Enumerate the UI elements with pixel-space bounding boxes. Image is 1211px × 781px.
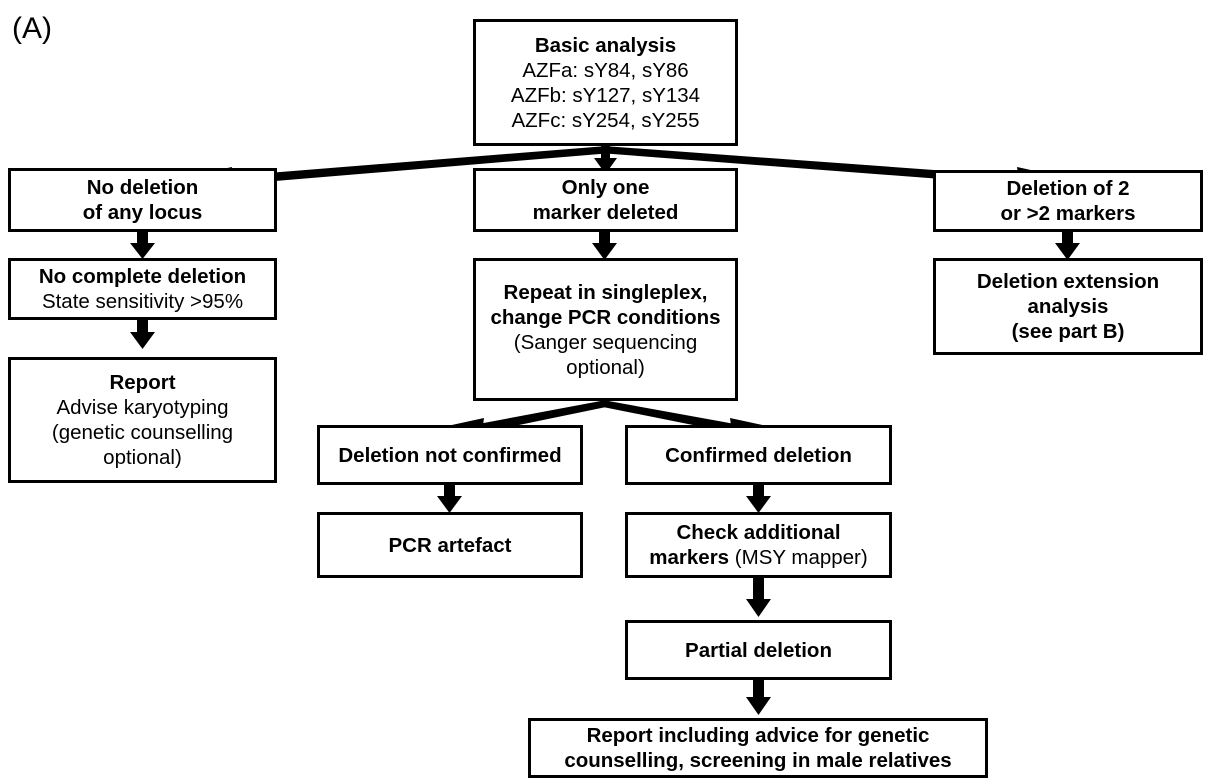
node-no-deletion-text: No deletion of any locus [11,175,274,225]
node-deletion-not-confirmed[interactable]: Deletion not confirmed [317,425,583,485]
node-deletion-two-or-more[interactable]: Deletion of 2 or >2 markers [933,170,1203,232]
edge-check-to-partial-head [746,599,771,617]
node-line: No complete deletion [38,265,247,288]
node-repeat-singleplex[interactable]: Repeat in singleplex, change PCR conditi… [473,258,738,401]
node-no-complete-deletion[interactable]: No complete deletion State sensitivity >… [8,258,277,320]
edge-confirmed-to-check-shaft [753,485,764,499]
node-line: AZFb: sY127, sY134 [510,83,701,107]
node-line: optional) [103,446,182,469]
node-confirmed-deletion[interactable]: Confirmed deletion [625,425,892,485]
node-basic-analysis-text: Basic analysis AZFa: sY84, sY86 AZFb: sY… [476,33,735,133]
edge-confirmed-to-check-head [746,496,771,513]
node-line: Advise karyotyping [56,396,229,419]
node-line: optional) [566,355,645,379]
node-deletion-two-or-more-text: Deletion of 2 or >2 markers [936,176,1200,226]
node-partial-deletion-text: Partial deletion [628,638,889,663]
panel-label-a: (A) [12,12,52,45]
node-line: Report [109,371,176,394]
node-deletion-extension-text: Deletion extension analysis (see part B) [936,269,1200,344]
node-line: Basic analysis [534,33,677,57]
node-check-additional-markers[interactable]: Check additional markers (MSY mapper) [625,512,892,578]
node-report-bottom-text: Report including advice for genetic coun… [531,723,985,773]
node-line: Only one [561,176,650,199]
node-line: Deletion extension [976,270,1160,293]
node-line: Repeat in singleplex, [503,280,708,304]
node-line: AZFc: sY254, sY255 [511,108,700,132]
edge-partial-to-report-head [746,697,771,715]
node-no-complete-deletion-text: No complete deletion State sensitivity >… [11,264,274,314]
edge-no-complete-to-report-head [130,332,155,349]
node-line: of any locus [82,201,203,224]
node-report-left-text: Report Advise karyotyping (genetic couns… [11,370,274,470]
edge-no-deletion-to-no-complete-head [130,243,155,259]
node-line: PCR artefact [388,533,512,557]
node-only-one-marker[interactable]: Only one marker deleted [473,168,738,232]
node-line: Confirmed deletion [665,443,852,467]
node-line-bold-part: markers [649,546,730,569]
edge-partial-to-report-shaft [753,680,764,700]
edge-only-one-to-repeat-shaft [599,232,610,246]
node-deletion-not-confirmed-text: Deletion not confirmed [320,443,580,468]
node-line: (genetic counselling [51,421,234,444]
node-line: Report including advice for genetic [586,724,930,747]
edge-no-deletion-to-no-complete-shaft [137,232,148,246]
node-line: marker deleted [532,201,679,224]
node-pcr-artefact-text: PCR artefact [320,533,580,558]
node-only-one-marker-text: Only one marker deleted [476,175,735,225]
node-check-additional-markers-text: Check additional markers (MSY mapper) [628,520,889,570]
node-line: State sensitivity >95% [41,290,244,313]
edge-no-complete-to-report-shaft [137,320,148,335]
edge-basic-to-only-one-shaft [601,145,610,162]
node-line: Partial deletion [685,638,832,662]
edge-not-confirmed-to-artefact-head [437,496,462,513]
node-basic-analysis[interactable]: Basic analysis AZFa: sY84, sY86 AZFb: sY… [473,19,738,146]
node-deletion-extension[interactable]: Deletion extension analysis (see part B) [933,258,1203,355]
node-line: or >2 markers [1000,202,1136,225]
node-partial-deletion[interactable]: Partial deletion [625,620,892,680]
node-line: Check additional [676,521,841,544]
node-line: (Sanger sequencing [513,330,698,354]
node-line: markers (MSY mapper) [633,545,884,570]
node-line: Deletion of 2 [1006,177,1130,200]
node-line: Deletion not confirmed [338,443,562,467]
node-line: No deletion [86,176,199,199]
node-line: AZFa: sY84, sY86 [522,58,689,82]
edge-not-confirmed-to-artefact-shaft [444,485,455,499]
node-line: analysis [1027,295,1109,318]
node-confirmed-deletion-text: Confirmed deletion [628,443,889,468]
edge-deletion2-to-extension-shaft [1062,232,1073,246]
node-no-deletion[interactable]: No deletion of any locus [8,168,277,232]
node-pcr-artefact[interactable]: PCR artefact [317,512,583,578]
node-report-bottom[interactable]: Report including advice for genetic coun… [528,718,988,778]
node-line: change PCR conditions [490,305,721,329]
node-line: counselling, screening in male relatives [564,749,952,772]
node-line-regular-part: (MSY mapper) [729,546,868,569]
node-line: (see part B) [1011,320,1125,343]
node-repeat-singleplex-text: Repeat in singleplex, change PCR conditi… [476,280,735,380]
node-report-left[interactable]: Report Advise karyotyping (genetic couns… [8,357,277,483]
edge-check-to-partial-shaft [753,578,764,601]
